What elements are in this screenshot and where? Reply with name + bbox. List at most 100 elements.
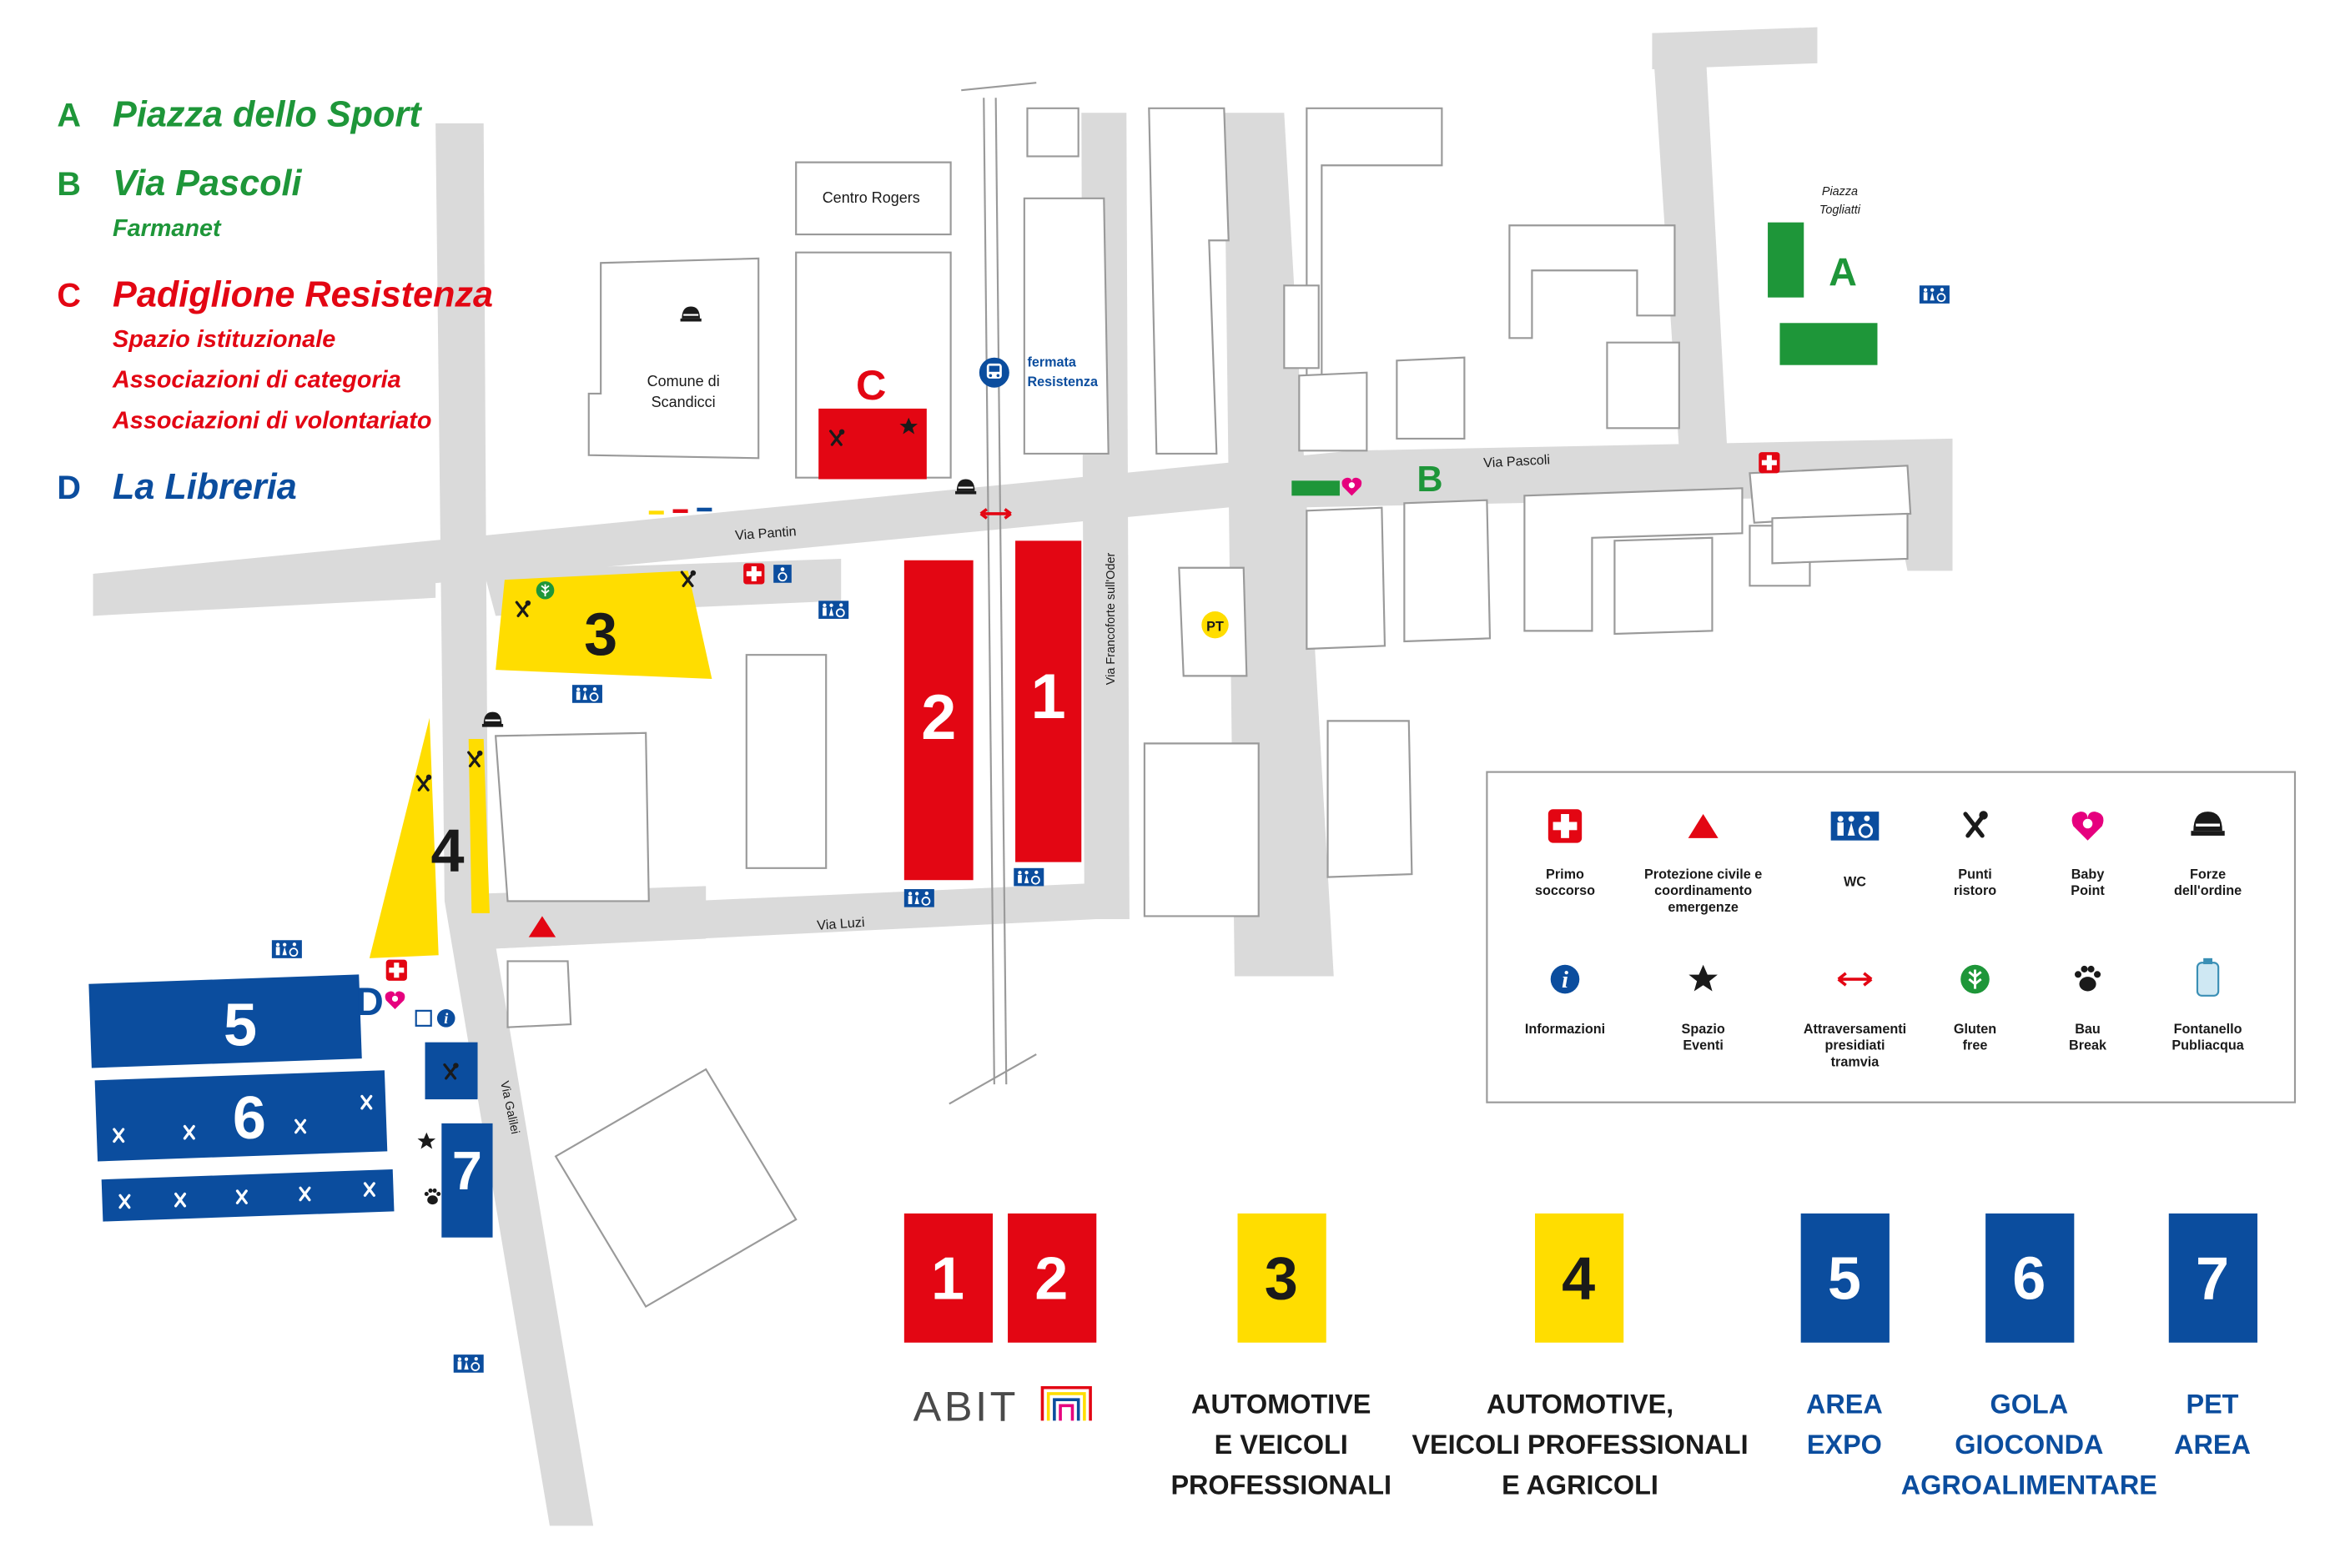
gluten-free-icon <box>1959 963 1991 995</box>
area-4-block-right[interactable] <box>468 738 490 913</box>
label-via-pantin: Via Pantin <box>735 524 798 543</box>
area-2-block[interactable] <box>903 560 974 881</box>
tile-6-number: 6 <box>2012 1246 2046 1313</box>
wc-icon <box>270 939 303 959</box>
legend-label: Point <box>2071 883 2105 898</box>
area-a-letter: A <box>1829 250 1857 294</box>
area-6-food-icons <box>113 1094 375 1209</box>
legend-label: Attraversamenti <box>1804 1022 1906 1037</box>
cat-5-line-2: EXPO <box>1807 1430 1882 1460</box>
area-a[interactable] <box>1768 222 1878 365</box>
cat-6-line-3: AGROALIMENTARE <box>1901 1470 2157 1500</box>
label-via-luzi: Via Luzi <box>817 915 865 933</box>
area-5-number: 5 <box>224 992 257 1058</box>
legend-item-info: Informazioni <box>1525 964 1605 1037</box>
area-c-block[interactable] <box>818 408 927 480</box>
area-labels: A B C D 1 2 3 4 5 6 7 <box>224 250 1857 1201</box>
legend-label: Break <box>2069 1038 2107 1053</box>
police-icon <box>955 479 977 495</box>
label-fermata-2: Resistenza <box>1027 374 1099 389</box>
cat-3-line-1: AUTOMOTIVE <box>1191 1389 1371 1419</box>
legend-label: dell'ordine <box>2174 883 2242 898</box>
cat-6-line-2: GIOCONDA <box>1955 1430 2103 1460</box>
legend-label: Primo <box>1546 867 1584 882</box>
road-via-galilei <box>435 123 594 1526</box>
area-6-block[interactable] <box>94 1070 388 1162</box>
wc-icon <box>1829 810 1880 842</box>
icon-legend-frame <box>1486 771 2297 1103</box>
area-a-block-2 <box>1779 323 1878 365</box>
cat-5-line-1: AREA <box>1806 1389 1883 1419</box>
tile-2 <box>1008 1213 1097 1343</box>
crossing-arrow-icon <box>979 508 1012 520</box>
cat-7-line-2: AREA <box>2174 1430 2251 1460</box>
cat-4-line-1: AUTOMOTIVE, <box>1487 1389 1673 1419</box>
abit-logo-mark <box>1040 1385 1092 1421</box>
legend-label: Eventi <box>1683 1038 1724 1053</box>
legend-label: coordinamento <box>1654 883 1752 898</box>
street-labels: Centro Rogers Comune di Scandicci fermat… <box>497 185 1861 1135</box>
road-north-east <box>1652 33 1728 451</box>
area-1-number: 1 <box>1031 662 1066 732</box>
legend-label: presidiati <box>1824 1038 1885 1053</box>
side-legend: A Piazza dello Sport B Via Pascoli Farma… <box>57 94 493 506</box>
area-b-block[interactable] <box>1291 480 1340 496</box>
legend-label: Forze <box>2190 867 2226 882</box>
bottom-legend: 1 2 3 4 5 6 7 ABIT AUTOMOTIVE E VEICOLI … <box>903 1213 2257 1500</box>
area-5-block[interactable] <box>88 974 362 1068</box>
tile-2-number: 2 <box>1034 1246 1068 1313</box>
tile-4-number: 4 <box>1562 1246 1595 1313</box>
svg-text:PT: PT <box>1206 619 1224 634</box>
tile-1 <box>903 1213 994 1343</box>
cat-7-line-1: PET <box>2186 1389 2238 1419</box>
legend-b-letter: B <box>57 166 81 203</box>
label-piazza-togliatti-1: Piazza <box>1822 185 1858 199</box>
legend-label: tramvia <box>1831 1054 1880 1069</box>
wc-icon <box>452 1354 485 1374</box>
tile-1-number: 1 <box>931 1246 964 1313</box>
tile-3-number: 3 <box>1265 1246 1298 1313</box>
info-icon <box>436 1009 455 1028</box>
tile-4 <box>1534 1213 1624 1343</box>
map-icons: PT <box>113 284 1950 1374</box>
legend-d-letter: D <box>57 470 81 506</box>
area-d-letter: D <box>355 980 384 1023</box>
label-piazza-togliatti-2: Togliatti <box>1819 204 1861 217</box>
color-dashes-icon <box>648 507 712 515</box>
area-6-number: 6 <box>233 1085 266 1152</box>
baby-point-icon <box>385 991 405 1010</box>
legend-label: ristoro <box>1954 883 1996 898</box>
area-1-block[interactable] <box>1015 540 1082 862</box>
legend-label: WC <box>1844 874 1866 889</box>
accessible-icon <box>773 565 792 583</box>
legend-c-sub-3: Associazioni di volontariato <box>112 407 431 434</box>
paw-icon <box>424 1189 441 1205</box>
fountain-icon <box>2196 957 2220 997</box>
legend-a-title: Piazza dello Sport <box>113 94 422 134</box>
legend-item-civil-protection: Protezione civile ecoordinamentoemergenz… <box>1644 814 1762 915</box>
area-4-block-left[interactable] <box>369 717 439 958</box>
label-comune-2: Scandicci <box>652 394 716 410</box>
label-comune-1: Comune di <box>647 373 720 389</box>
events-star-icon <box>417 1132 436 1149</box>
legend-label: Spazio <box>1682 1022 1725 1037</box>
cat-4-line-2: VEICOLI PROFESSIONALI <box>1412 1430 1748 1460</box>
area-3-number: 3 <box>584 601 617 668</box>
cat-4-line-3: E AGRICOLI <box>1502 1470 1658 1500</box>
first-aid-icon <box>1759 452 1780 474</box>
area-7-block[interactable] <box>441 1123 493 1238</box>
abit-logo-text: ABIT <box>913 1382 1019 1430</box>
first-aid-icon <box>743 563 765 585</box>
legend-a-letter: A <box>57 97 81 133</box>
tile-6 <box>1985 1213 2075 1343</box>
crossing-arrow-icon <box>1837 972 1873 987</box>
legend-label: Gluten <box>1954 1022 1996 1037</box>
area-6-strip[interactable] <box>101 1169 395 1222</box>
tile-5 <box>1800 1213 1890 1343</box>
